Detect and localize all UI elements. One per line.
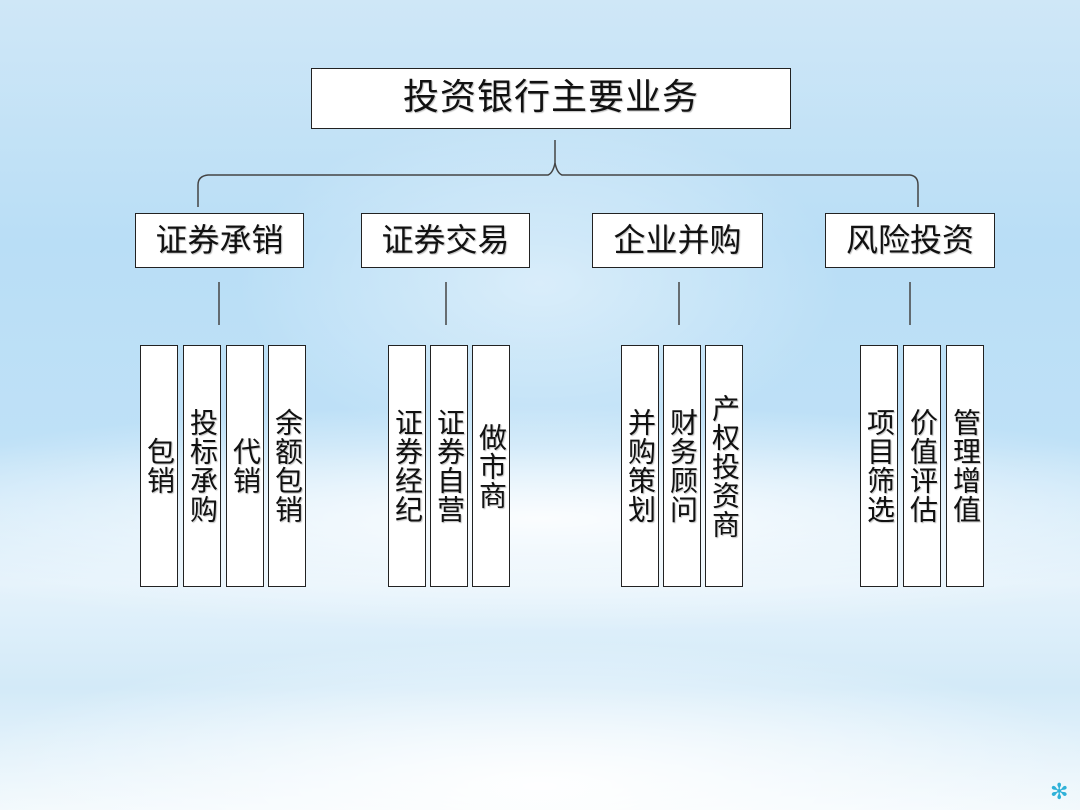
leaf-node: 财务顾问 — [663, 345, 701, 587]
leaf-label: 代销 — [229, 437, 262, 495]
leaf-label: 项目筛选 — [863, 408, 896, 524]
leaf-label: 做市商 — [475, 422, 508, 510]
leaf-node: 管理增值 — [946, 345, 984, 587]
leaf-label: 证券经纪 — [391, 408, 424, 524]
leaf-node: 价值评估 — [903, 345, 941, 587]
leaf-node: 证券经纪 — [388, 345, 426, 587]
asterisk-icon: ✻ — [1050, 780, 1069, 805]
leaf-label: 证券自营 — [433, 408, 466, 524]
root-brace — [554, 140, 919, 207]
root-brace-left — [197, 162, 556, 207]
category-venture: 风险投资 — [825, 213, 995, 268]
root-node: 投资银行主要业务 — [311, 68, 791, 129]
root-label: 投资银行主要业务 — [402, 77, 699, 118]
category-label: 企业并购 — [613, 221, 742, 259]
leaf-node: 产权投资商 — [705, 345, 743, 587]
leaf-label: 价值评估 — [906, 408, 939, 524]
leaf-node: 证券自营 — [430, 345, 468, 587]
leaf-label: 财务顾问 — [666, 408, 699, 524]
leaf-node: 项目筛选 — [860, 345, 898, 587]
category-label: 风险投资 — [845, 221, 974, 259]
leaf-label: 产权投资商 — [708, 393, 741, 539]
category-label: 证券交易 — [381, 221, 510, 259]
leaf-label: 管理增值 — [949, 408, 982, 524]
category-trading: 证券交易 — [361, 213, 530, 268]
leaf-label: 投标承购 — [186, 408, 219, 524]
category-ma: 企业并购 — [592, 213, 763, 268]
leaf-label: 并购策划 — [624, 408, 657, 524]
leaf-node: 余额包销 — [268, 345, 306, 587]
leaf-label: 包销 — [143, 437, 176, 495]
category-label: 证券承销 — [155, 221, 284, 259]
leaf-label: 余额包销 — [271, 408, 304, 524]
leaf-node: 做市商 — [472, 345, 510, 587]
category-underwriting: 证券承销 — [135, 213, 304, 268]
leaf-node: 包销 — [140, 345, 178, 587]
leaf-node: 并购策划 — [621, 345, 659, 587]
leaf-node: 代销 — [226, 345, 264, 587]
leaf-node: 投标承购 — [183, 345, 221, 587]
